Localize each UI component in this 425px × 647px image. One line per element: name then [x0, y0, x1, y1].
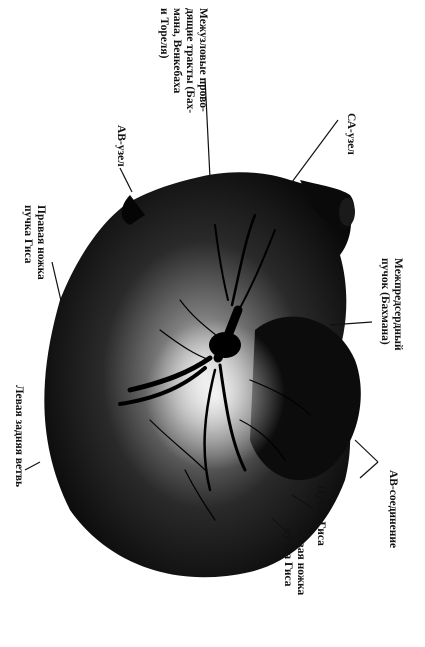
label-interatrial-bundle-line-1: Межпредсердный: [392, 258, 404, 351]
label-left-bundle-branch: Левая ножка пучка Гиса: [282, 528, 307, 598]
label-intermodal-tracts-line-2: дящие тракты (Бах-: [184, 8, 196, 113]
label-right-bundle-branch: Правая ножка пучка Гиса: [22, 205, 47, 283]
label-left-bundle-branch-line-1: Левая ножка: [295, 528, 307, 596]
label-his-bundle: Пучок Гиса: [315, 485, 327, 546]
label-intermodal-tracts: Межузловые прово- дящие тракты (Бах- ман…: [158, 8, 209, 116]
heart-body: [44, 172, 360, 577]
label-his-bundle-line-1: Пучок Гиса: [315, 485, 327, 546]
label-left-bundle-branch-line-2: пучка Гиса: [282, 528, 294, 587]
label-right-bundle-branch-line-1: Правая ножка: [35, 205, 47, 280]
label-av-node: АВ-узел: [115, 125, 127, 167]
label-av-junction: АВ-соединение: [387, 470, 399, 548]
label-intermodal-tracts-line-3: мана, Венкебаха: [171, 8, 183, 94]
label-interatrial-bundle-line-2: пучок (Бахмана): [379, 258, 391, 345]
label-right-bundle-branch-line-2: пучка Гиса: [22, 205, 34, 264]
label-intermodal-tracts-line-1: Межузловые прово-: [197, 8, 209, 112]
label-left-posterior-branch: Левая задняя ветвь: [13, 385, 25, 487]
label-sa-node-line-1: СА-узел: [345, 113, 357, 155]
label-intermodal-tracts-line-4: и Тореля): [158, 8, 170, 59]
label-interatrial-bundle: Межпредсердный пучок (Бахмана): [379, 258, 404, 353]
label-av-node-line-1: АВ-узел: [115, 125, 127, 167]
label-sa-node: СА-узел: [345, 113, 357, 155]
label-left-posterior-branch-line-1: Левая задняя ветвь: [13, 385, 25, 487]
label-av-junction-line-1: АВ-соединение: [387, 470, 399, 548]
